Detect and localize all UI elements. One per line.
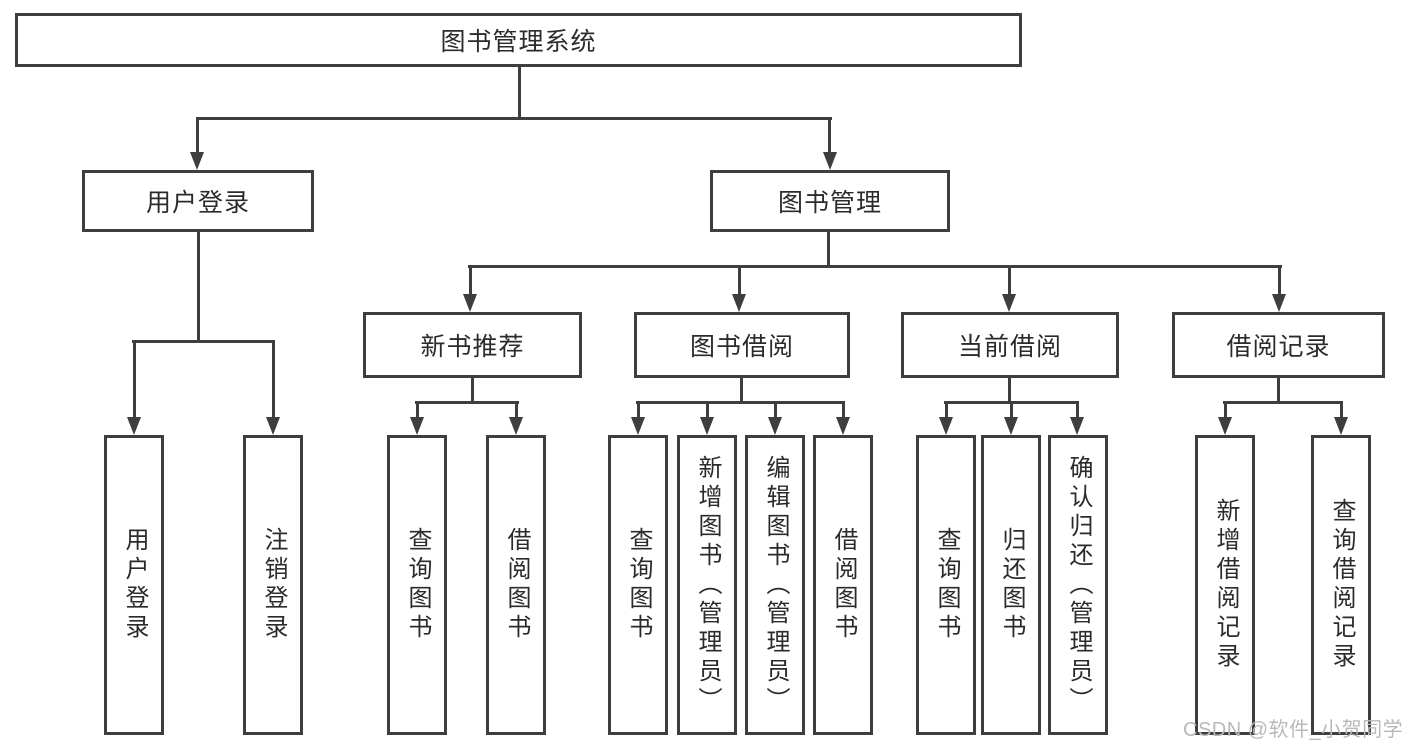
arrow-down-icon (190, 152, 204, 170)
leaf-label: 查询图书 (933, 527, 960, 643)
connector-book-borrow-bar (636, 401, 845, 404)
node-new-book-recommend: 新书推荐 (363, 312, 582, 378)
connector-book-mgmt-drop (828, 117, 831, 154)
connector-leaf-drop (637, 401, 640, 421)
arrow-down-icon (127, 417, 141, 435)
leaf-label: 借阅图书 (503, 527, 530, 643)
arrow-down-icon (1218, 417, 1232, 435)
connector-root-stem (518, 67, 521, 120)
leaf-label: 归还图书 (998, 527, 1025, 643)
leaf-user-login: 用户登录 (104, 435, 164, 735)
node-label: 用户登录 (145, 189, 250, 217)
connector-leaf-drop (416, 401, 419, 421)
node-user-login: 用户登录 (82, 170, 314, 232)
connector-leaf-drop (842, 401, 845, 421)
connector-leaf-drop (1076, 401, 1079, 421)
node-borrow-record: 借阅记录 (1172, 312, 1385, 378)
leaf-label: 查询借阅记录 (1328, 498, 1355, 672)
connector-current-borrow-stem (1008, 378, 1011, 403)
connector-new-book-bar (415, 401, 519, 404)
connector-borrow-record-bar (1223, 401, 1343, 404)
leaf-add-borrow-record: 新增借阅记录 (1195, 435, 1255, 735)
leaf-label: 借阅图书 (830, 527, 857, 643)
arrow-down-icon (1070, 417, 1084, 435)
arrow-down-icon (836, 417, 850, 435)
node-book-management: 图书管理 (710, 170, 950, 232)
connector-leaf-drop (1224, 401, 1227, 421)
connector-user-login-bar (132, 340, 275, 343)
leaf-label: 用户登录 (121, 527, 148, 643)
node-label: 新书推荐 (420, 333, 525, 361)
leaf-borrow-book-recommend: 借阅图书 (486, 435, 546, 735)
leaf-query-book-current: 查询图书 (916, 435, 976, 735)
connector-level2 (468, 265, 1282, 268)
connector-branch-drop (469, 265, 472, 296)
node-label: 图书借阅 (689, 333, 794, 361)
node-library-management-system: 图书管理系统 (15, 13, 1022, 67)
node-label: 图书管理系统 (440, 28, 597, 56)
connector-user-login-drop (196, 117, 199, 154)
leaf-label: 编辑图书（管理员） (762, 454, 789, 716)
node-label: 借阅记录 (1226, 333, 1331, 361)
connector-leaf-drop (1010, 401, 1013, 421)
connector-new-book-stem (471, 378, 474, 403)
arrow-down-icon (1004, 417, 1018, 435)
leaf-label: 新增借阅记录 (1212, 498, 1239, 672)
connector-leaf-drop (272, 340, 275, 419)
node-current-borrow: 当前借阅 (901, 312, 1119, 378)
connector-leaf-drop (945, 401, 948, 421)
node-label: 图书管理 (777, 189, 882, 217)
csdn-watermark: CSDN @软件_小贺同学 (1183, 719, 1404, 741)
leaf-add-book-admin: 新增图书（管理员） (677, 435, 737, 735)
leaf-query-borrow-record: 查询借阅记录 (1311, 435, 1371, 735)
leaf-label: 确认归还（管理员） (1065, 454, 1092, 716)
arrow-down-icon (1002, 294, 1016, 312)
connector-user-login-stem (197, 232, 200, 342)
arrow-down-icon (266, 417, 280, 435)
arrow-down-icon (823, 152, 837, 170)
arrow-down-icon (509, 417, 523, 435)
leaf-query-book-recommend: 查询图书 (387, 435, 447, 735)
arrow-down-icon (700, 417, 714, 435)
connector-leaf-drop (1340, 401, 1343, 421)
leaf-query-book-borrow: 查询图书 (608, 435, 668, 735)
node-book-borrow: 图书借阅 (634, 312, 850, 378)
arrow-down-icon (1334, 417, 1348, 435)
arrow-down-icon (410, 417, 424, 435)
connector-leaf-drop (706, 401, 709, 421)
connector-branch-drop (1008, 265, 1011, 296)
leaf-label: 注销登录 (260, 527, 287, 643)
connector-book-mgmt-stem (827, 232, 830, 268)
leaf-logout: 注销登录 (243, 435, 303, 735)
arrow-down-icon (631, 417, 645, 435)
connector-leaf-drop (515, 401, 518, 421)
arrow-down-icon (1272, 294, 1286, 312)
connector-leaf-drop (774, 401, 777, 421)
leaf-confirm-return-admin: 确认归还（管理员） (1048, 435, 1108, 735)
connector-borrow-record-stem (1277, 378, 1280, 403)
leaf-label: 查询图书 (625, 527, 652, 643)
connector-book-borrow-stem (740, 378, 743, 403)
connector-leaf-drop (133, 340, 136, 419)
connector-branch-drop (738, 265, 741, 296)
arrow-down-icon (732, 294, 746, 312)
connector-level1 (196, 117, 832, 120)
arrow-down-icon (463, 294, 477, 312)
leaf-return-book: 归还图书 (981, 435, 1041, 735)
leaf-label: 新增图书（管理员） (694, 454, 721, 716)
arrow-down-icon (939, 417, 953, 435)
arrow-down-icon (768, 417, 782, 435)
leaf-label: 查询图书 (404, 527, 431, 643)
connector-branch-drop (1278, 265, 1281, 296)
leaf-edit-book-admin: 编辑图书（管理员） (745, 435, 805, 735)
node-label: 当前借阅 (957, 333, 1062, 361)
leaf-borrow-book: 借阅图书 (813, 435, 873, 735)
